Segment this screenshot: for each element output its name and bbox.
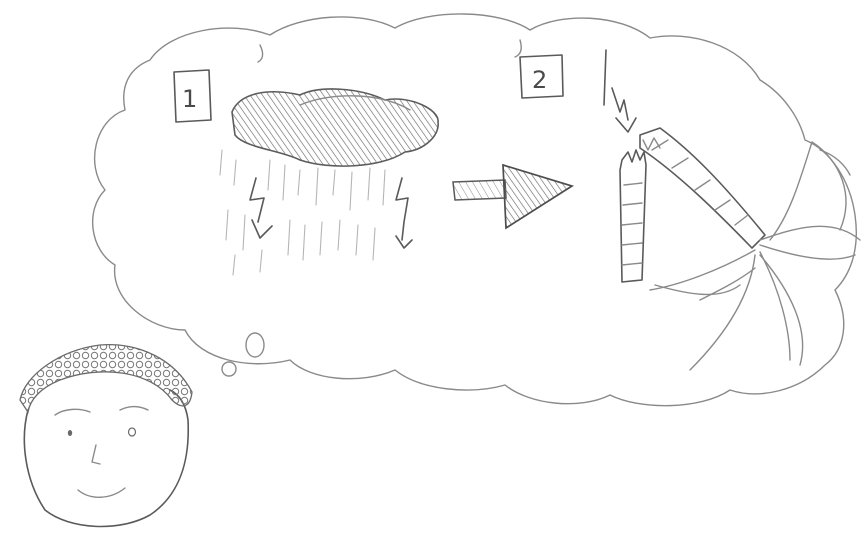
foliage-leaves <box>650 142 860 370</box>
rain-streaks <box>220 150 385 275</box>
thought-cloud <box>93 14 857 406</box>
storm-cloud-icon <box>232 89 438 166</box>
person-head <box>20 345 192 527</box>
arrow-right-icon <box>453 165 572 228</box>
broken-tree-stump <box>620 150 646 282</box>
panel-1-number: 1 <box>182 85 197 113</box>
left-eyebrow <box>55 409 90 415</box>
thought-bubble-large <box>246 333 264 357</box>
panel-1-number-box: 1 <box>174 70 211 122</box>
mouth-smile <box>78 488 125 497</box>
panel-2-number: 2 <box>532 66 547 94</box>
person-face <box>55 407 148 498</box>
curly-hair <box>20 345 192 412</box>
panel-2-number-box: 2 <box>520 55 563 98</box>
left-eye <box>68 430 72 436</box>
thought-bubbles <box>222 333 264 376</box>
fallen-tree-top <box>640 128 765 248</box>
right-eye <box>129 428 136 436</box>
thought-bubble-small <box>222 362 236 376</box>
lightning-bolt-right-icon <box>396 178 412 248</box>
nose <box>92 445 100 464</box>
right-eyebrow <box>120 407 148 410</box>
lightning-bolt-strike-icon <box>604 50 636 132</box>
